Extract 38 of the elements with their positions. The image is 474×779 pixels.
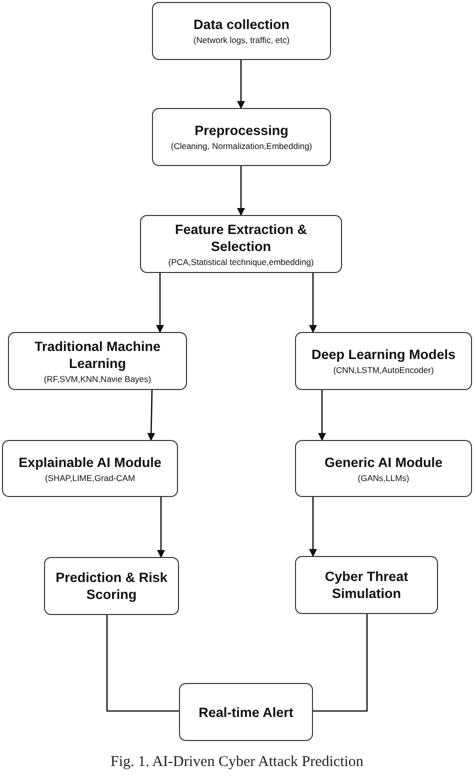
process-box bbox=[8, 332, 187, 390]
process-box bbox=[44, 557, 179, 615]
box-subtitle: (Network logs, traffic, etc) bbox=[193, 34, 290, 46]
box-title: Preprocessing bbox=[194, 122, 288, 139]
process-box bbox=[140, 215, 342, 273]
process-box bbox=[152, 2, 331, 60]
box-subtitle: (CNN,LSTM,AutoEncoder) bbox=[333, 364, 434, 376]
arrow bbox=[156, 273, 164, 333]
box-title: Feature Extraction & Selection bbox=[174, 220, 308, 254]
box-title: Real-time Alert bbox=[198, 704, 294, 720]
process-box bbox=[295, 332, 472, 390]
process-box bbox=[295, 440, 472, 497]
arrow bbox=[318, 390, 326, 441]
arrow bbox=[309, 273, 317, 333]
box-title: Deep Learning Models bbox=[311, 346, 456, 363]
box-subtitle: (PCA,Statistical technique,embedding) bbox=[168, 256, 314, 268]
box-title: Explainable AI Module bbox=[18, 454, 162, 470]
connector-line bbox=[313, 614, 368, 712]
box-title: Traditional Machine Learning bbox=[33, 338, 162, 372]
box-subtitle: (Cleaning, Normalization,Embedding) bbox=[170, 140, 312, 152]
box-title: Prediction & Risk Scoring bbox=[54, 569, 168, 603]
box-title: Generic AI Module bbox=[324, 454, 443, 470]
box-subtitle: (SHAP,LIME,Grad-CAM bbox=[44, 472, 136, 484]
box-subtitle: (GANs,LLMs) bbox=[358, 472, 410, 484]
arrow bbox=[309, 497, 317, 557]
process-box bbox=[295, 556, 438, 614]
process-box bbox=[152, 108, 331, 166]
connector-line bbox=[106, 615, 179, 712]
arrow bbox=[157, 497, 165, 558]
process-box bbox=[2, 440, 178, 497]
box-title: Cyber Threat Simulation bbox=[324, 568, 410, 602]
arrow bbox=[147, 390, 156, 441]
figure-caption: Fig. 1. AI-Driven Cyber Attack Prediction bbox=[110, 753, 364, 772]
box-title: Data collection bbox=[193, 16, 290, 33]
box-subtitle: (RF,SVM,KNN,Navie Bayes) bbox=[44, 372, 152, 384]
arrow bbox=[237, 166, 245, 216]
arrow bbox=[237, 60, 245, 109]
process-box bbox=[179, 683, 313, 741]
